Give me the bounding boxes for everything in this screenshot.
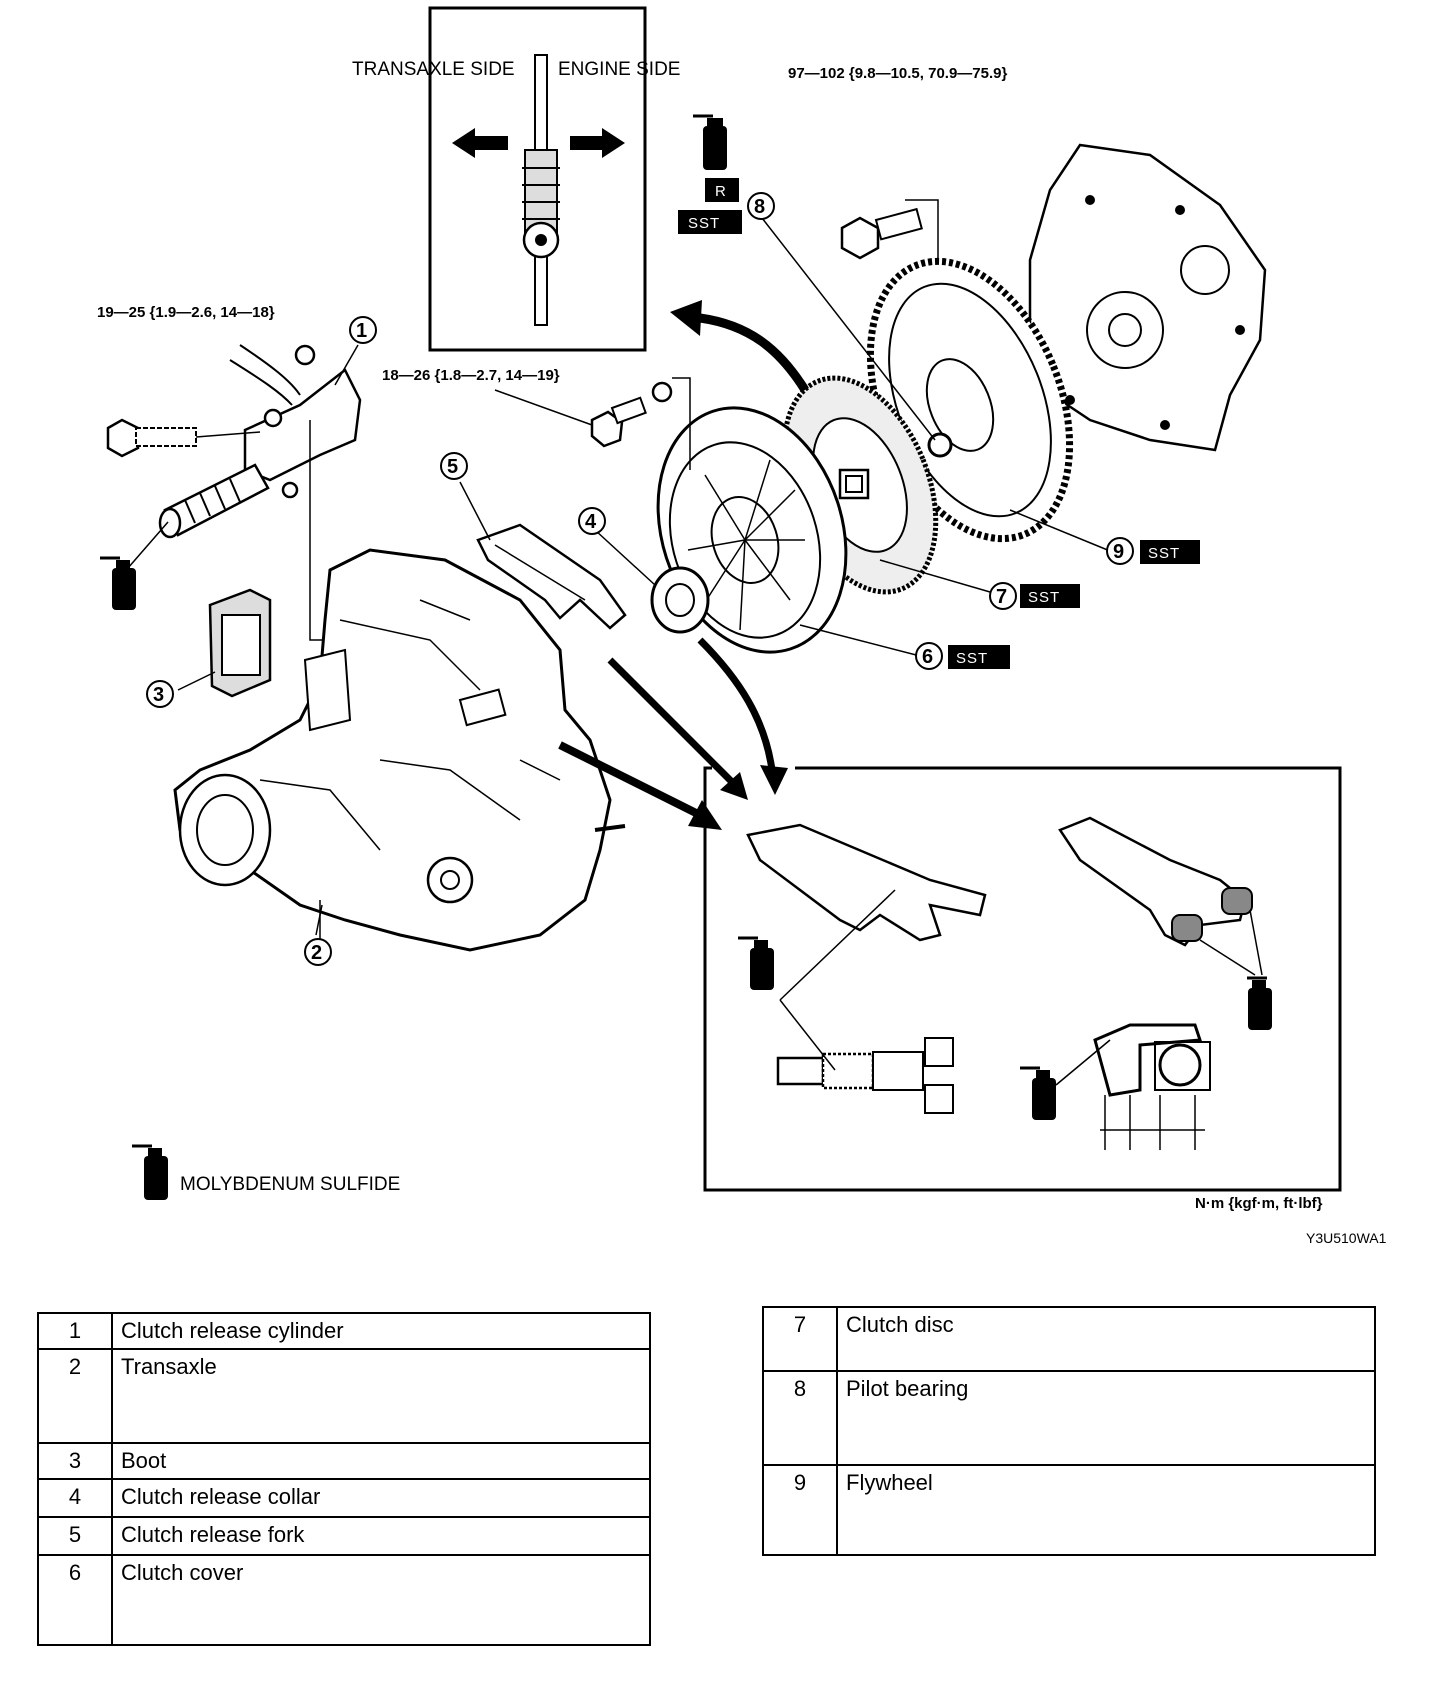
grease-can-legend-icon bbox=[148, 1148, 162, 1156]
table-row: 1 Clutch release cylinder bbox=[37, 1312, 651, 1350]
arrow-to-inset-icon-2 bbox=[720, 772, 748, 800]
svg-text:6: 6 bbox=[922, 646, 933, 668]
arrow-left-icon bbox=[452, 128, 508, 158]
legend: MOLYBDENUM SULFIDE bbox=[132, 1144, 400, 1200]
cover-bolt bbox=[494, 377, 691, 470]
svg-text:7: 7 bbox=[996, 586, 1007, 608]
callout-1: 1 bbox=[349, 316, 377, 344]
sst-tag-cover: SST bbox=[948, 645, 1010, 669]
svg-text:4: 4 bbox=[585, 511, 597, 533]
figure-code: Y3U510WA1 bbox=[1306, 1230, 1387, 1246]
callout-9: 9 bbox=[1106, 537, 1134, 565]
svg-text:SST: SST bbox=[1028, 589, 1060, 606]
grease-can-icon-left bbox=[100, 521, 169, 610]
sst-tag-pilot: SST bbox=[678, 210, 742, 234]
svg-text:9: 9 bbox=[1113, 541, 1124, 563]
grease-can-icon bbox=[693, 114, 727, 170]
callout-3: 3 bbox=[146, 680, 174, 708]
table-row: 2 Transaxle bbox=[37, 1348, 651, 1444]
side-orientation-inset: TRANSAXLE SIDE ENGINE SIDE bbox=[352, 6, 680, 352]
svg-text:5: 5 bbox=[447, 456, 458, 478]
curved-arrow-icon bbox=[670, 300, 702, 336]
release-cylinder bbox=[106, 344, 362, 641]
table-row: 7 Clutch disc bbox=[762, 1306, 1376, 1372]
table-row: 6 Clutch cover bbox=[37, 1554, 651, 1646]
parts-table-left: 1 Clutch release cylinder 2 Transaxle 3 … bbox=[37, 1312, 651, 1646]
release-collar bbox=[650, 566, 710, 634]
svg-text:R: R bbox=[715, 183, 727, 200]
units-note: N·m {kgf·m, ft·lbf} bbox=[1195, 1195, 1323, 1212]
parts-table-right: 7 Clutch disc 8 Pilot bearing 9 Flywheel bbox=[762, 1306, 1376, 1556]
transaxle bbox=[173, 548, 626, 952]
table-row: 3 Boot bbox=[37, 1442, 651, 1480]
callout-2: 2 bbox=[304, 938, 332, 966]
svg-text:1: 1 bbox=[356, 320, 367, 342]
svg-text:8: 8 bbox=[754, 196, 765, 218]
table-row: 5 Clutch release fork bbox=[37, 1516, 651, 1556]
lubrication-detail-inset bbox=[703, 766, 1342, 1192]
transaxle-side-label: TRANSAXLE SIDE bbox=[352, 59, 515, 80]
callout-8: 8 bbox=[747, 192, 775, 220]
arrow-to-inset-icon-3 bbox=[760, 765, 788, 795]
callout-6: 6 bbox=[915, 642, 943, 670]
engine-side-label: ENGINE SIDE bbox=[558, 59, 680, 80]
exploded-clutch-diagram: TRANSAXLE SIDE ENGINE SIDE 97—102 {9.8—1… bbox=[97, 6, 1387, 1246]
release-fork bbox=[476, 523, 627, 630]
svg-text:SST: SST bbox=[956, 650, 988, 667]
torque-flywheel-bolt: 97—102 {9.8—10.5, 70.9—75.9} bbox=[788, 65, 1007, 82]
table-row: 4 Clutch release collar bbox=[37, 1478, 651, 1518]
torque-cylinder-bolt: 19—25 {1.9—2.6, 14—18} bbox=[97, 304, 275, 321]
svg-text:2: 2 bbox=[311, 942, 322, 964]
callout-5: 5 bbox=[440, 452, 468, 480]
arrow-right-icon bbox=[570, 128, 625, 158]
callout-7: 7 bbox=[989, 582, 1017, 610]
callout-4: 4 bbox=[578, 507, 606, 535]
svg-text:SST: SST bbox=[688, 215, 720, 232]
sst-tag-disc: SST bbox=[1020, 584, 1080, 608]
torque-cover-bolt: 18—26 {1.8—2.7, 14—19} bbox=[382, 367, 560, 384]
boot bbox=[177, 588, 272, 698]
table-row: 8 Pilot bearing bbox=[762, 1370, 1376, 1466]
engine-plate bbox=[1028, 143, 1267, 452]
svg-text:SST: SST bbox=[1148, 545, 1180, 562]
sst-tag-flywheel: SST bbox=[1140, 540, 1200, 564]
table-row: 9 Flywheel bbox=[762, 1464, 1376, 1556]
svg-text:3: 3 bbox=[153, 684, 164, 706]
r-tag: R bbox=[705, 178, 739, 202]
legend-text: MOLYBDENUM SULFIDE bbox=[180, 1174, 400, 1195]
